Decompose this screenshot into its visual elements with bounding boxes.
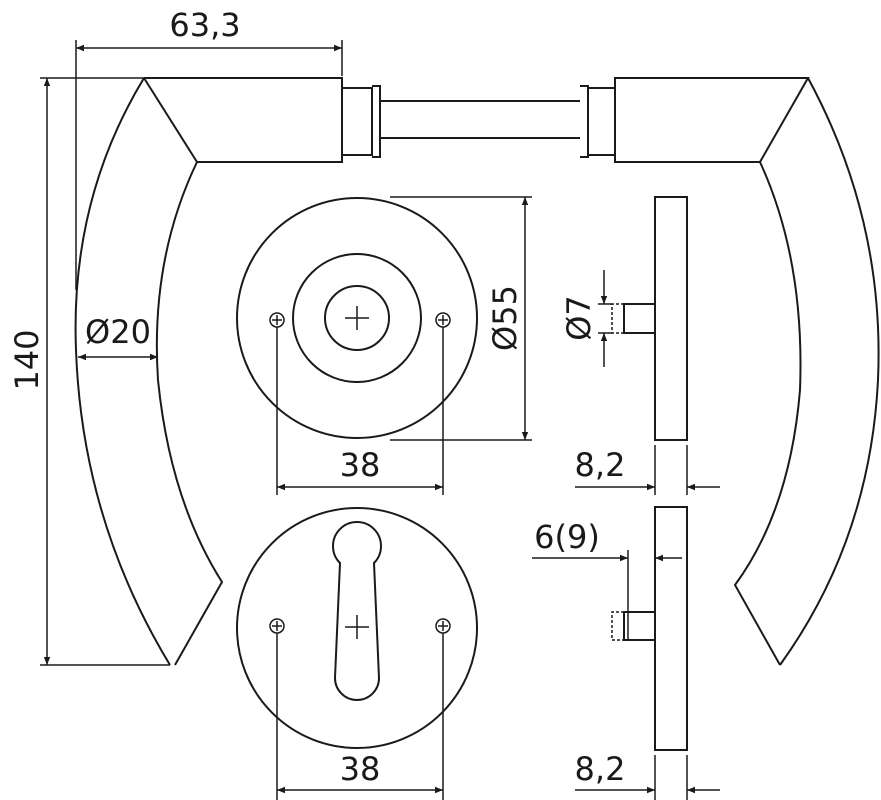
screw-icon: [435, 618, 451, 634]
dim-label-handle-height: 140: [8, 329, 46, 390]
screw-icon: [269, 312, 285, 328]
dimension-lines: [40, 40, 720, 800]
screw-icon: [435, 312, 451, 328]
cylinder-rosette-front: [236, 507, 478, 749]
lever-rosette-front: [236, 197, 478, 439]
dim-label-rosette-thickness-bottom: 8,2: [575, 750, 626, 788]
dim-label-handle-projection: 63,3: [169, 6, 240, 44]
dim-label-screw-spacing-bottom: 38: [340, 750, 381, 788]
dim-label-rosette-thickness-top: 8,2: [575, 446, 626, 484]
lever-rosette-side: [611, 196, 688, 441]
screw-icon: [269, 618, 285, 634]
dim-label-cylinder-projection: 6(9): [534, 518, 600, 556]
dim-label-rosette-diameter: Ø55: [486, 285, 524, 351]
left-lever-handle: [74, 77, 381, 666]
right-lever-handle: [580, 77, 880, 666]
dim-label-pin-diameter: Ø7: [560, 295, 598, 341]
cylinder-rosette-side: [611, 506, 688, 751]
dim-label-grip-diameter: Ø20: [85, 313, 151, 351]
spindle: [380, 100, 580, 139]
dim-label-screw-spacing-top: 38: [340, 446, 381, 484]
